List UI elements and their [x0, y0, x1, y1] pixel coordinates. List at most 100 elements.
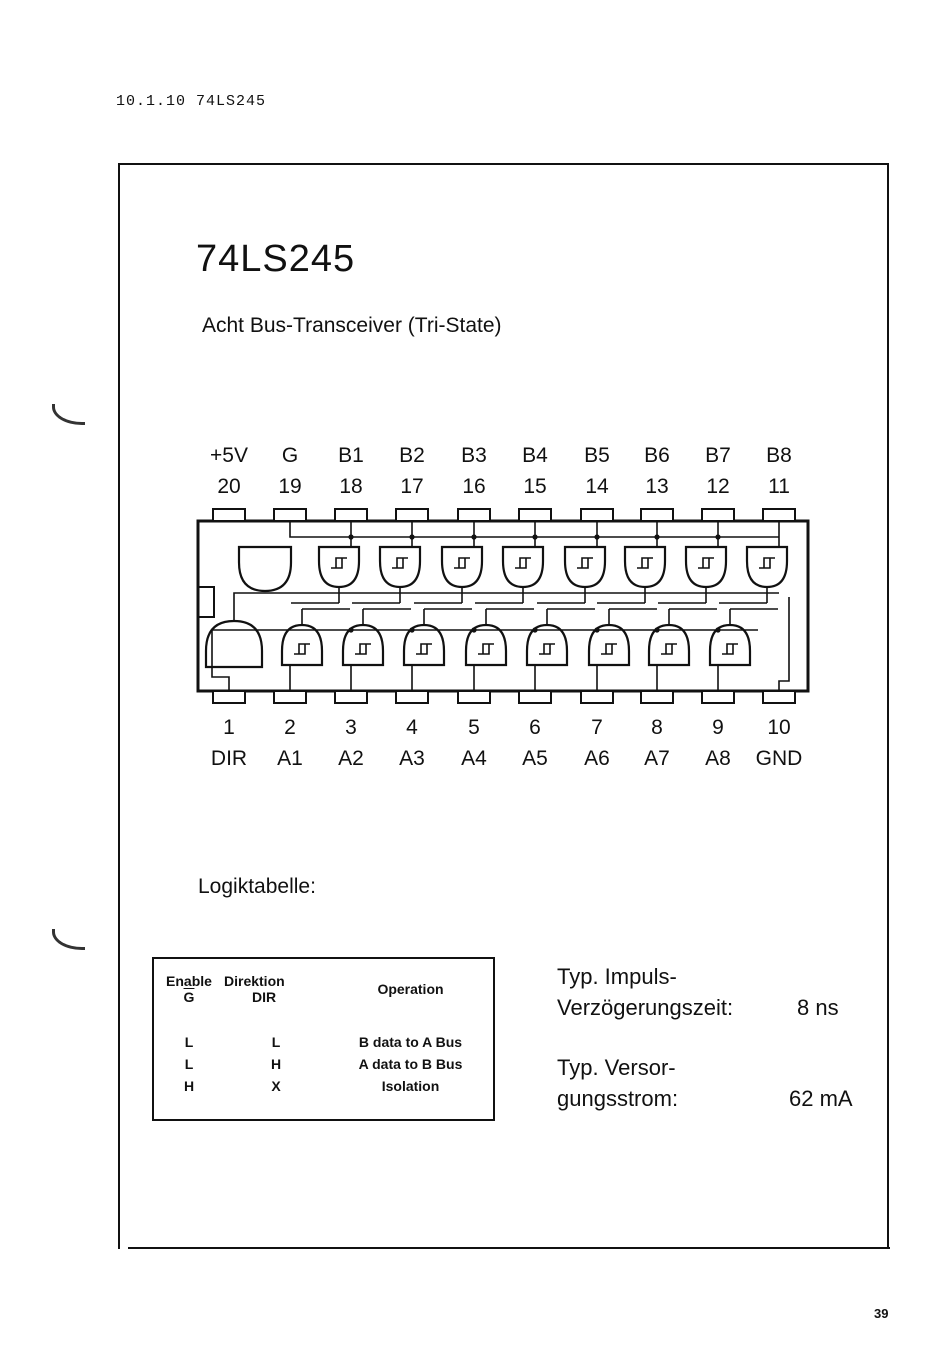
- top-pin-number-7: 13: [645, 475, 669, 498]
- dir-bus-line: [211, 629, 758, 691]
- bottom-pin-name-0: DIR: [210, 747, 248, 770]
- bottom-pin-number-7: 8: [651, 716, 663, 739]
- junction-dot: [654, 627, 660, 633]
- bottom-pin-pad: [334, 690, 368, 704]
- top-pin-name-4: B3: [461, 444, 487, 467]
- logic-enable-value: L: [184, 1034, 194, 1050]
- junction-dot: [594, 534, 600, 540]
- hysteresis-symbol: [392, 557, 408, 569]
- bottom-pin-number-9: 10: [767, 716, 791, 739]
- bottom-pin-pad: [212, 690, 246, 704]
- top-pin-number-0: 20: [217, 475, 241, 498]
- top-pin-number-5: 15: [523, 475, 547, 498]
- junction-dot: [715, 627, 721, 633]
- bottom-pin-pad: [518, 690, 552, 704]
- top-pin-pad: [212, 508, 246, 522]
- top-pin-number-8: 12: [706, 475, 730, 498]
- hysteresis-symbol: [416, 643, 432, 655]
- bottom-pin-name-1: A1: [277, 747, 303, 770]
- logic-table-header-left: Enable Direktion G DIR: [153, 958, 328, 1019]
- bottom-pin-number-1: 2: [284, 716, 296, 739]
- top-pin-name-8: B7: [705, 444, 731, 467]
- lower-buffer-gate: [341, 623, 385, 667]
- top-pin-number-4: 16: [462, 475, 486, 498]
- logic-enable-value: L: [184, 1056, 194, 1072]
- hysteresis-symbol: [294, 643, 310, 655]
- junction-dot: [471, 534, 477, 540]
- section-number: 10.1.10 74LS245: [116, 93, 267, 110]
- top-pin-number-1: 19: [278, 475, 302, 498]
- lower-buffer-gate: [587, 623, 631, 667]
- lower-buffer-gate: [402, 623, 446, 667]
- hysteresis-symbol: [637, 557, 653, 569]
- current-value: 62 mA: [789, 1086, 853, 1111]
- bottom-pin-number-8: 9: [712, 716, 724, 739]
- datasheet-frame-bottom: [128, 1247, 890, 1249]
- upper-buffer-gate: [501, 545, 545, 589]
- delay-value: 8 ns: [797, 995, 839, 1020]
- bottom-pin-name-8: A8: [705, 747, 731, 770]
- col-enable-sub: G: [183, 989, 195, 1005]
- bottom-pin-name-4: A4: [461, 747, 487, 770]
- col-direction: Direktion: [224, 973, 285, 989]
- top-pin-pad: [701, 508, 735, 522]
- junction-dot: [715, 534, 721, 540]
- lower-buffer-gate: [708, 623, 752, 667]
- ic-notch: [197, 586, 215, 618]
- enable-bus-line: [289, 521, 779, 538]
- top-pin-name-6: B5: [584, 444, 610, 467]
- logic-operation-value: Isolation: [381, 1078, 440, 1094]
- current-label-1: Typ. Versor-: [557, 1055, 676, 1080]
- top-pin-name-1: G: [281, 444, 299, 467]
- gnd-line: [778, 597, 790, 691]
- hysteresis-symbol: [454, 557, 470, 569]
- hysteresis-symbol: [698, 557, 714, 569]
- bottom-pin-name-5: A5: [522, 747, 548, 770]
- upper-buffer-gate: [440, 545, 484, 589]
- top-pin-pad: [580, 508, 614, 522]
- top-pin-number-2: 18: [339, 475, 363, 498]
- bottom-pin-name-6: A6: [584, 747, 610, 770]
- chip-title: 74LS245: [196, 238, 356, 280]
- top-pin-name-3: B2: [399, 444, 425, 467]
- bottom-pin-number-6: 7: [591, 716, 603, 739]
- junction-dot: [409, 627, 415, 633]
- junction-dot: [471, 627, 477, 633]
- top-pin-name-5: B4: [522, 444, 548, 467]
- junction-dot: [594, 627, 600, 633]
- hysteresis-symbol: [355, 643, 371, 655]
- bottom-pin-name-7: A7: [644, 747, 670, 770]
- hysteresis-symbol: [331, 557, 347, 569]
- lower-buffer-gate: [525, 623, 569, 667]
- hysteresis-symbol: [601, 643, 617, 655]
- chip-subtitle: Acht Bus-Transceiver (Tri-State): [202, 314, 502, 337]
- upper-buffer-gate: [378, 545, 422, 589]
- junction-dot: [348, 627, 354, 633]
- top-pin-number-6: 14: [585, 475, 609, 498]
- bottom-pin-pad: [395, 690, 429, 704]
- upper-buffer-gate: [563, 545, 607, 589]
- bottom-pin-pad: [762, 690, 796, 704]
- top-pin-name-9: B8: [766, 444, 792, 467]
- top-pin-pad: [762, 508, 796, 522]
- bottom-pin-number-2: 3: [345, 716, 357, 739]
- logic-table-heading: Logiktabelle:: [198, 875, 316, 898]
- col-operation: Operation: [377, 981, 444, 997]
- bottom-pin-name-2: A2: [338, 747, 364, 770]
- datasheet-frame: [118, 163, 889, 1249]
- current-label-2: gungsstrom:: [557, 1086, 679, 1111]
- upper-buffer-gate: [684, 545, 728, 589]
- junction-dot: [348, 534, 354, 540]
- junction-dot: [532, 534, 538, 540]
- hysteresis-symbol: [478, 643, 494, 655]
- col-direction-sub: DIR: [252, 989, 277, 1005]
- upper-buffer-gate: [623, 545, 667, 589]
- lower-buffer-gate: [280, 623, 324, 667]
- hysteresis-symbol: [539, 643, 555, 655]
